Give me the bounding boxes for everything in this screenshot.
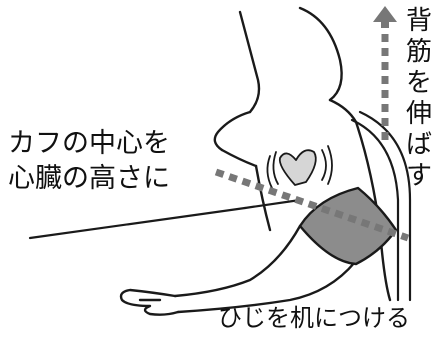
arm (119, 224, 357, 316)
elbow-position-label: ひじを机につける (218, 304, 410, 332)
cuff-position-label: カフの中心を 心臓の高さに (8, 128, 170, 194)
heart-icon (266, 145, 333, 189)
back-posture-label: 背筋を伸ばす (405, 6, 432, 191)
chair-back (350, 110, 412, 302)
desk (28, 198, 302, 240)
heart-level-guide (214, 168, 410, 242)
arrow-up-icon (373, 6, 397, 28)
